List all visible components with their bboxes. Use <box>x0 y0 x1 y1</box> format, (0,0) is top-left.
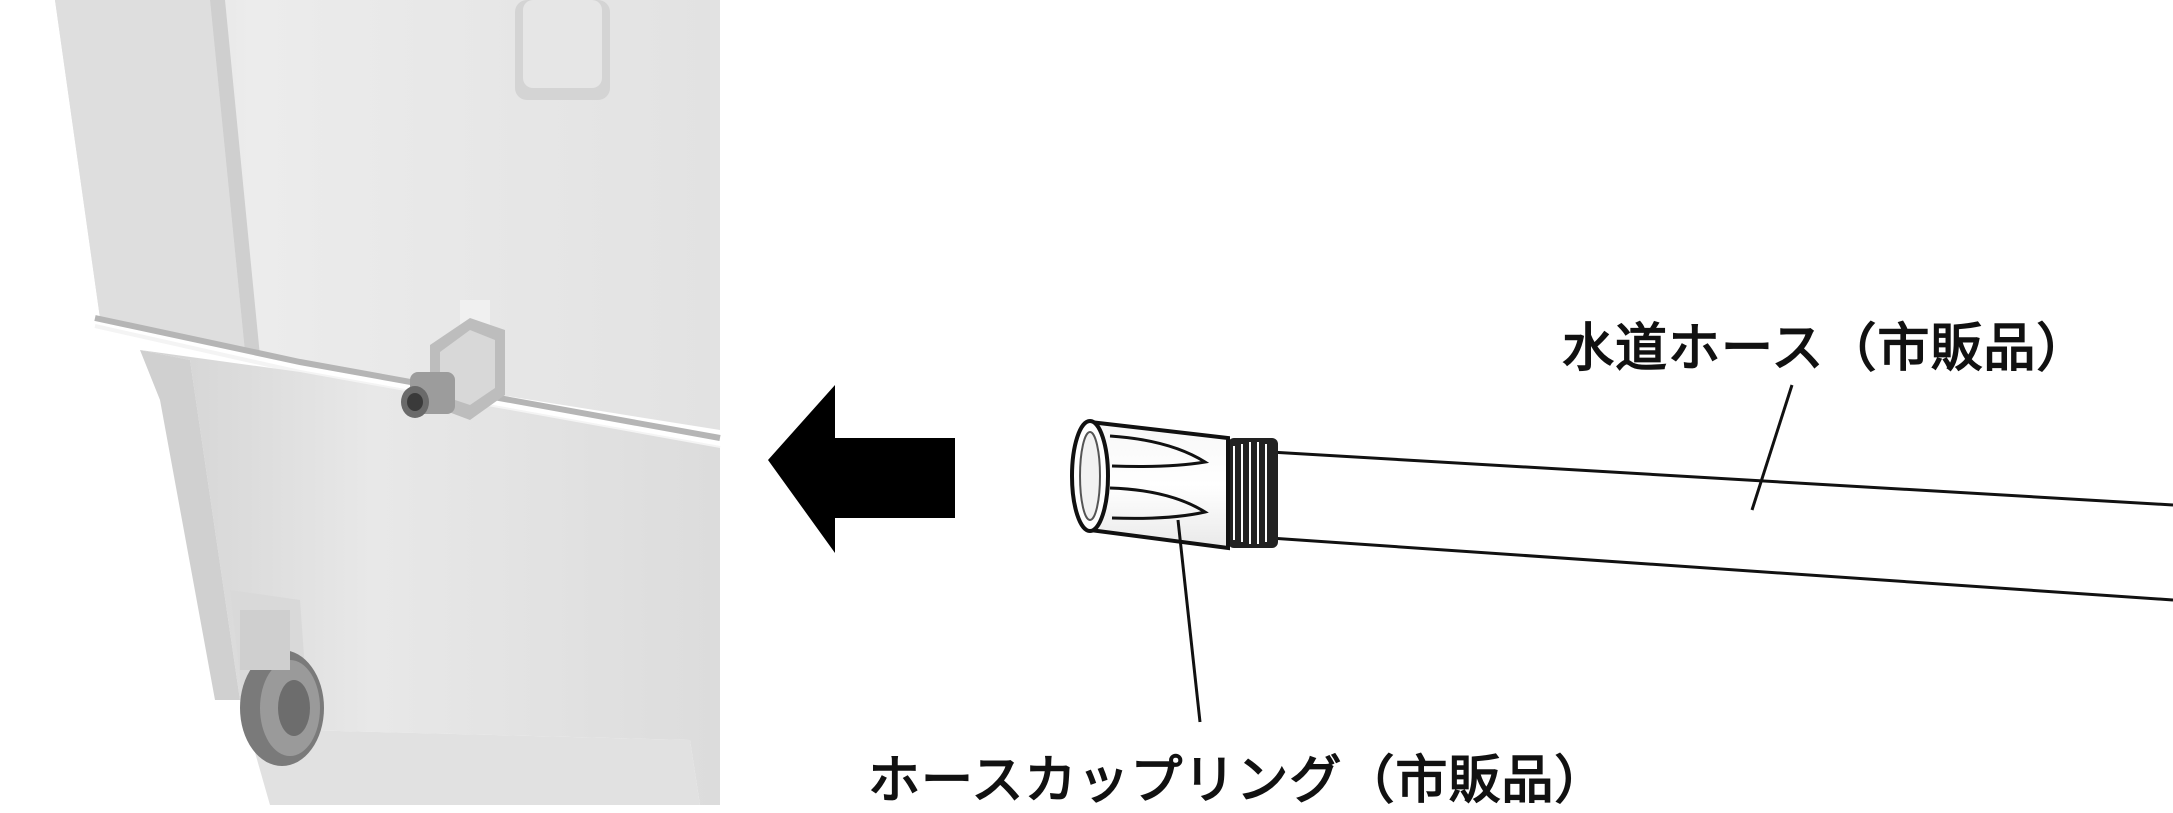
arrow-left-icon <box>768 385 955 553</box>
unit-seam <box>94 315 721 441</box>
caster-wheel-icon <box>240 610 324 766</box>
water-inlet-nozzle-icon <box>401 300 505 420</box>
coupling-label: ホースカップリング（市販品） <box>868 751 1608 811</box>
hose-leader-line <box>1750 384 1794 511</box>
water-hose <box>1269 450 2173 602</box>
coupling-leader-line <box>1176 519 1202 723</box>
unit-side-panel <box>0 0 245 352</box>
hose-coupling-icon <box>1070 419 1278 551</box>
hose-label: 水道ホース（市販品） <box>1562 319 2090 379</box>
appliance-unit <box>0 0 721 805</box>
